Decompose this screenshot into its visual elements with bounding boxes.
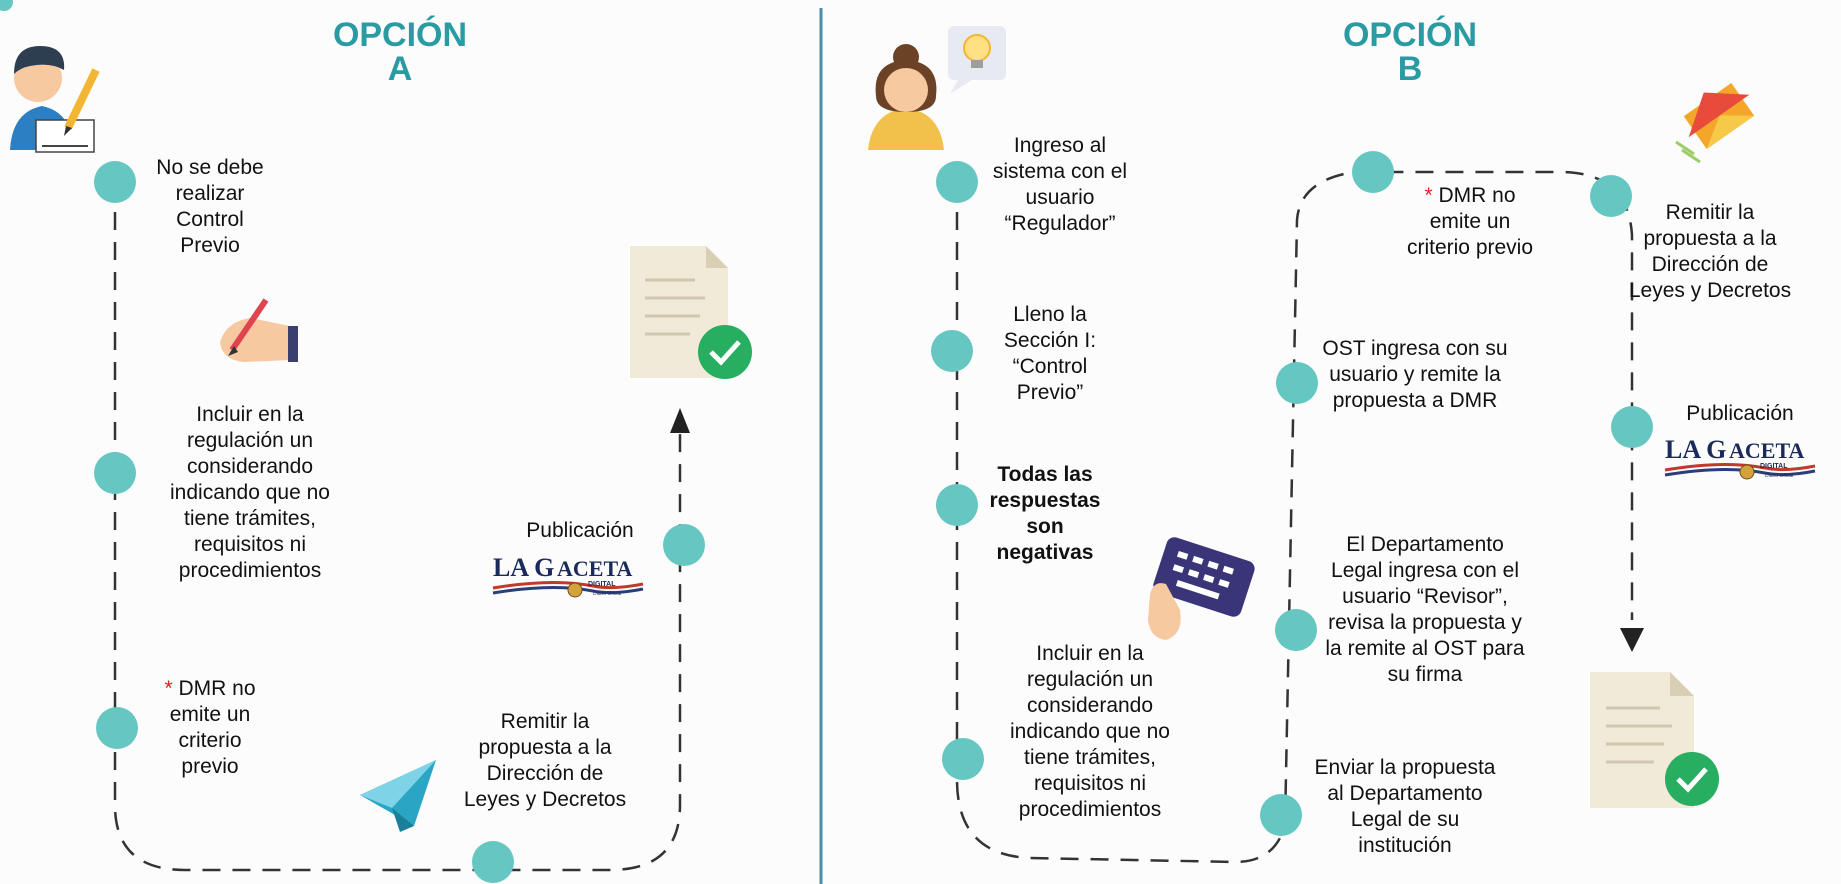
node-a5 bbox=[663, 524, 705, 566]
node-a4 bbox=[472, 841, 514, 883]
envelope-icon bbox=[1675, 82, 1755, 164]
node-b4 bbox=[942, 738, 984, 780]
step-a4-label: Remitir la propuesta a la Dirección de L… bbox=[463, 710, 627, 811]
node-b5 bbox=[1260, 794, 1302, 836]
node-a2 bbox=[94, 452, 136, 494]
step-b3-label: Todas las respuestas son negativas bbox=[989, 463, 1101, 564]
document-check-icon bbox=[630, 246, 752, 379]
step-a1-label: No se debe realizar Control Previo bbox=[156, 156, 264, 257]
node-b6 bbox=[1275, 609, 1317, 651]
step-a3-label: * DMR no emite un criterio previo bbox=[150, 676, 270, 780]
gaceta-logo bbox=[491, 551, 645, 599]
node-b7 bbox=[1276, 362, 1318, 404]
step-b7-label: OST ingresa con su usuario y remite la p… bbox=[1322, 337, 1508, 412]
step-b8-label: * DMR no emite un criterio previo bbox=[1400, 183, 1540, 261]
option-b-arrowhead bbox=[1620, 628, 1644, 652]
node-a3 bbox=[96, 707, 138, 749]
step-a2-label: Incluir en la regulación un considerando… bbox=[170, 403, 330, 582]
document-check-icon-b bbox=[1590, 672, 1719, 808]
option-a-title: OPCIÓN A bbox=[300, 18, 500, 86]
step-b10-label: Publicación bbox=[1686, 402, 1794, 425]
option-b-title: OPCIÓN B bbox=[1310, 18, 1510, 86]
hand-pen-icon bbox=[220, 298, 298, 362]
step-b4-label: Incluir en la regulación un considerando… bbox=[1010, 642, 1170, 821]
node-a1 bbox=[94, 161, 136, 203]
step-b6-label: El Departamento Legal ingresa con el usu… bbox=[1325, 533, 1525, 686]
step-b8-text: DMR no emite un criterio previo bbox=[1406, 184, 1534, 259]
option-a-title-line1: OPCIÓN bbox=[332, 16, 468, 54]
step-a5-label: Publicación bbox=[526, 519, 634, 542]
paper-plane-icon bbox=[360, 760, 436, 832]
option-b-title-line1: OPCIÓN bbox=[1342, 16, 1478, 54]
option-b-title-line2: B bbox=[1397, 50, 1423, 88]
node-b8 bbox=[1352, 151, 1394, 193]
gaceta-logo-b bbox=[1663, 433, 1817, 481]
step-b9-label: Remitir la propuesta a la Dirección de L… bbox=[1628, 201, 1792, 302]
user-writing-icon bbox=[10, 46, 100, 153]
node-b1 bbox=[936, 161, 978, 203]
step-b1-label: Ingreso al sistema con el usuario “Regul… bbox=[992, 134, 1128, 235]
step-b2-label: Lleno la Sección I: “Control Previo” bbox=[1003, 303, 1097, 404]
asterisk-b: * bbox=[1424, 184, 1433, 207]
woman-idea-icon bbox=[868, 26, 1006, 150]
node-b2 bbox=[931, 330, 973, 372]
option-a-title-line2: A bbox=[387, 50, 413, 88]
node-b9 bbox=[1590, 175, 1632, 217]
corner-circle-icon bbox=[0, 0, 13, 11]
asterisk-a: * bbox=[164, 677, 173, 700]
step-b5-label: Enviar la propuesta al Departamento Lega… bbox=[1314, 756, 1496, 857]
option-a-arrowhead bbox=[670, 408, 690, 433]
option-a-path bbox=[113, 182, 682, 872]
node-b3 bbox=[936, 484, 978, 526]
keyboard-hand-icon bbox=[1148, 537, 1255, 640]
node-b10 bbox=[1611, 406, 1653, 448]
step-a3-text: DMR no emite un criterio previo bbox=[169, 677, 256, 778]
